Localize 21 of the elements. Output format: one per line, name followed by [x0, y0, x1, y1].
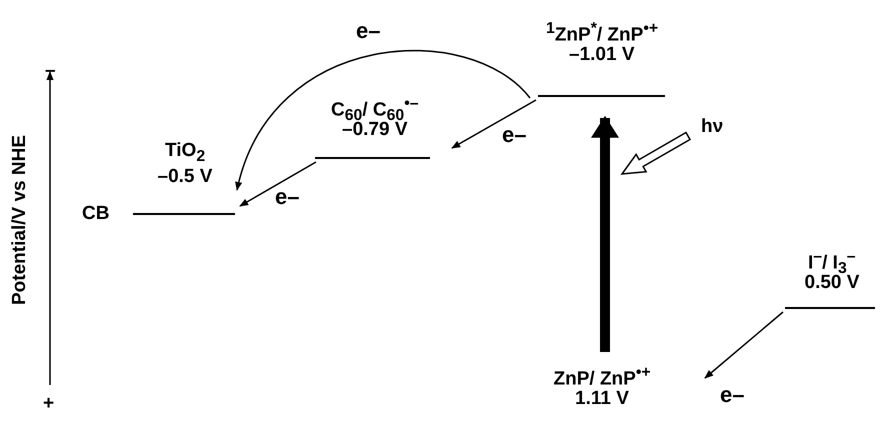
electron-transfer-arrow — [451, 99, 536, 149]
level-label: ZnP/ ZnP$^{•+}$ — [554, 363, 651, 390]
edge-label: e– — [720, 384, 744, 406]
potential-value: 1.11 V — [575, 388, 629, 410]
potential-value: –1.01 V — [569, 44, 634, 66]
axis-sign: – — [45, 60, 56, 82]
electron-transfer-arrow — [239, 161, 316, 207]
edge-label: e– — [275, 186, 300, 208]
edge-label: e– — [356, 20, 380, 42]
level-label: $^{1}$ZnP$^{*}$/ ZnP$^{•+}$ — [546, 19, 658, 46]
axis-title: Potential/V vs NHE — [9, 135, 31, 305]
electron-transfer-arrow — [236, 50, 531, 191]
excitation-arrow — [594, 116, 616, 352]
level-label: TiO$_{2}$ — [165, 140, 206, 167]
electron-transfer-arrow — [704, 311, 784, 379]
photon-label: hν — [701, 116, 724, 138]
band-label: CB — [82, 203, 110, 225]
edge-label: e– — [502, 124, 526, 146]
axis-sign: + — [43, 393, 54, 415]
potential-value: –0.5 V — [158, 166, 212, 188]
hollow-arrow — [620, 131, 692, 175]
